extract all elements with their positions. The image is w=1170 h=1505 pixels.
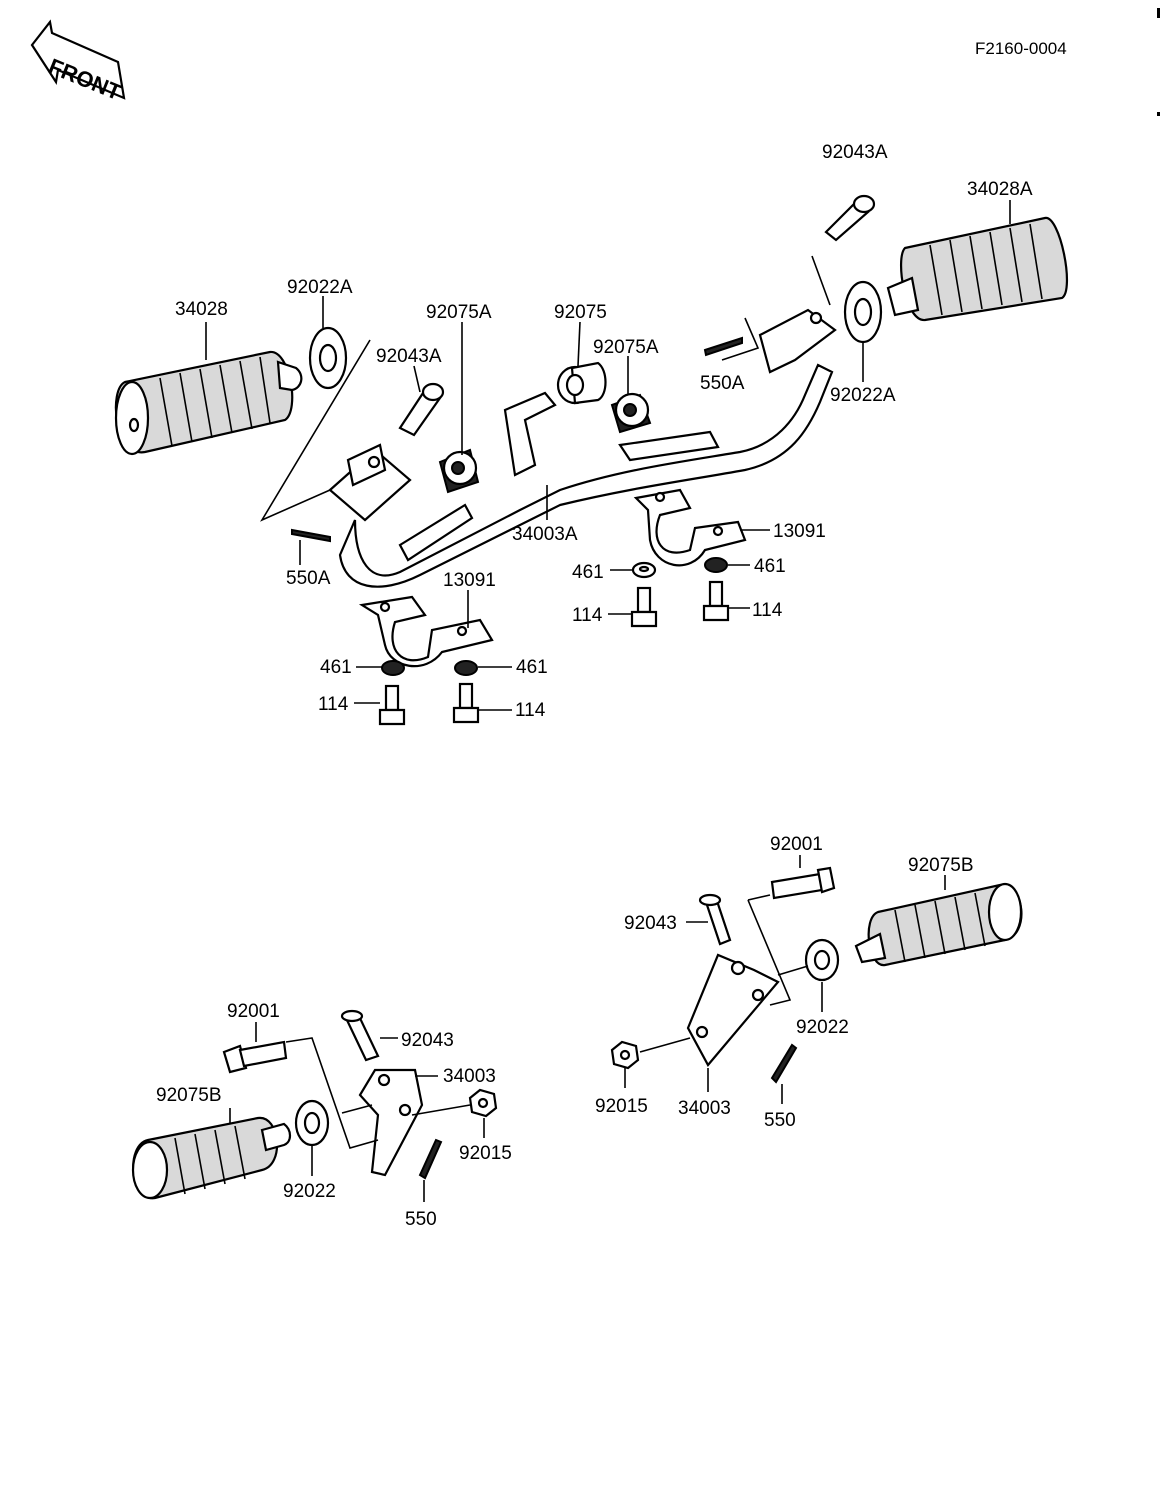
label-461-a: 461 [572, 562, 604, 583]
footrest-bar-34003A [338, 363, 834, 588]
nut-92015-left [468, 1088, 498, 1118]
bolt-114 [630, 586, 658, 628]
footpeg-34028 [114, 350, 303, 456]
label-92022A-left: 92022A [287, 277, 353, 298]
cotter-pin-550A-right [703, 336, 743, 357]
collar-92075 [556, 361, 607, 405]
washer-92022A-right [843, 280, 883, 344]
cotter-pin-550A-left [291, 528, 331, 543]
label-461-c: 461 [320, 657, 352, 678]
label-114-c: 114 [318, 694, 349, 715]
bracket-left [328, 443, 412, 522]
pin-92043A-left [398, 382, 445, 437]
cotter-pin-550-left [418, 1138, 443, 1180]
scan-mark [1157, 8, 1160, 18]
label-34028A: 34028A [967, 179, 1033, 200]
clamp-13091-right [633, 488, 747, 567]
label-92001-right: 92001 [770, 834, 823, 855]
pin-92043A-right [824, 194, 876, 242]
label-550-left: 550 [405, 1209, 437, 1230]
label-92043A-left: 92043A [376, 346, 442, 367]
label-461-b: 461 [754, 556, 786, 577]
bracket-34003-left [358, 1068, 424, 1177]
bolt-92001-left [222, 1040, 288, 1074]
front-arrow-icon: FRONT [30, 19, 126, 105]
washer-92022-right [804, 938, 840, 982]
label-92015-left: 92015 [459, 1143, 512, 1164]
label-92075A-left: 92075A [426, 302, 492, 323]
label-92043-right: 92043 [624, 913, 677, 934]
label-114-b: 114 [752, 600, 783, 621]
nut-92015-right [610, 1040, 640, 1070]
label-92022A-right: 92022A [830, 385, 896, 406]
label-92022-right: 92022 [796, 1017, 849, 1038]
washer-461 [704, 557, 728, 573]
label-114-a: 114 [572, 605, 603, 626]
label-92001-left: 92001 [227, 1001, 280, 1022]
label-34003-right: 34003 [678, 1098, 731, 1119]
footpeg-92075B-left [131, 1116, 292, 1200]
label-92043-left: 92043 [401, 1030, 454, 1051]
part-labels: 34028 92022A 92043A 92075A 92075 92075A … [156, 142, 1033, 1230]
clamp-13091-left [358, 595, 494, 668]
leader-lines-bottom-right [624, 855, 946, 1104]
label-550A-left: 550A [286, 568, 331, 589]
label-34003A: 34003A [512, 524, 578, 545]
footpeg-92075B-right [854, 882, 1023, 967]
washer-461 [454, 660, 478, 676]
bracket-34003-right [686, 953, 780, 1067]
label-92075: 92075 [554, 302, 607, 323]
label-550A-right: 550A [700, 373, 745, 394]
leader-line [721, 317, 760, 361]
label-92015-right: 92015 [595, 1096, 648, 1117]
footpeg-34028A [886, 216, 1069, 322]
bushing-92075A-right [610, 392, 652, 434]
cotter-pin-550-right [770, 1043, 798, 1084]
label-550-right: 550 [764, 1110, 796, 1131]
label-34028: 34028 [175, 299, 228, 320]
bracket-right [758, 308, 837, 374]
leader-line [811, 255, 831, 306]
label-92075B-left: 92075B [156, 1085, 222, 1106]
label-461-d: 461 [516, 657, 548, 678]
washer-461 [381, 660, 405, 676]
washer-461 [631, 561, 657, 579]
pin-92043-left [340, 1009, 380, 1062]
label-92043A-right: 92043A [822, 142, 888, 163]
label-92022-left: 92022 [283, 1181, 336, 1202]
label-13091-right: 13091 [773, 521, 826, 542]
washer-92022A-left [308, 326, 348, 390]
bolt-114 [452, 682, 480, 724]
label-92075B-right: 92075B [908, 855, 974, 876]
leader-lines-top [205, 200, 1011, 711]
label-92075A-right: 92075A [593, 337, 659, 358]
pin-92043-right [698, 893, 732, 946]
washer-92022-left [294, 1099, 330, 1147]
bolt-114 [702, 580, 730, 622]
label-114-d: 114 [515, 700, 546, 721]
label-13091-left: 13091 [443, 570, 496, 591]
leader-lines-bottom-left [229, 1022, 485, 1202]
drawing-code: F2160-0004 [975, 39, 1067, 58]
label-34003-left: 34003 [443, 1066, 496, 1087]
bolt-92001-right [770, 866, 836, 900]
bolt-114 [378, 684, 406, 726]
leader-line [260, 339, 371, 522]
bushing-92075A-left [438, 448, 480, 494]
scan-mark [1157, 112, 1160, 116]
